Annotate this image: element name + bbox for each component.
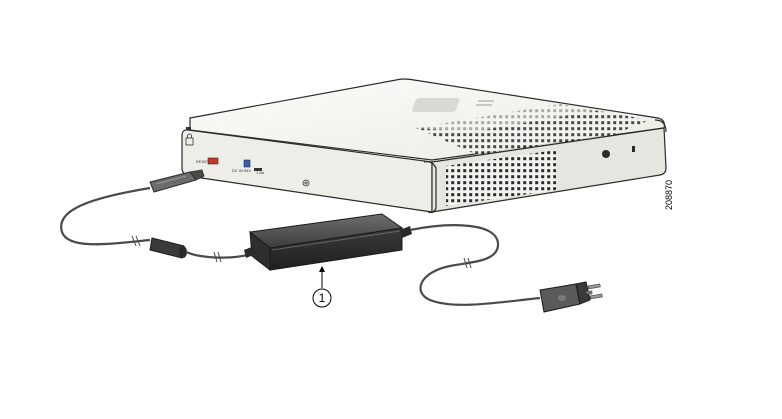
console-port-icon: DC IN 54V 1.6A — [232, 159, 265, 175]
callout-number: 1 — [319, 291, 326, 305]
logo-icon — [412, 98, 494, 112]
ac-plug — [539, 281, 603, 313]
callout-circle — [312, 288, 332, 308]
side-port — [602, 150, 610, 158]
reset-port: RESET — [196, 157, 219, 165]
ac-power-adapter — [244, 213, 412, 272]
lock-slot — [632, 146, 635, 152]
ac-power-cord — [409, 224, 541, 306]
side-vent-grille — [446, 150, 556, 206]
callout-1: 1 — [312, 266, 332, 308]
power-in-label: DC IN 54V — [232, 168, 251, 173]
reset-label: RESET — [196, 159, 210, 164]
switch-chassis: RESET DC IN 54V 1.6A — [181, 78, 667, 214]
dc-power-cable — [60, 169, 253, 263]
power-rating-label: 1.6A — [256, 170, 265, 175]
top-vent-grille — [416, 104, 650, 156]
figure-id-label: 208870 — [664, 180, 674, 210]
grounding-screw-icon — [302, 179, 310, 187]
lock-icon — [185, 127, 194, 146]
